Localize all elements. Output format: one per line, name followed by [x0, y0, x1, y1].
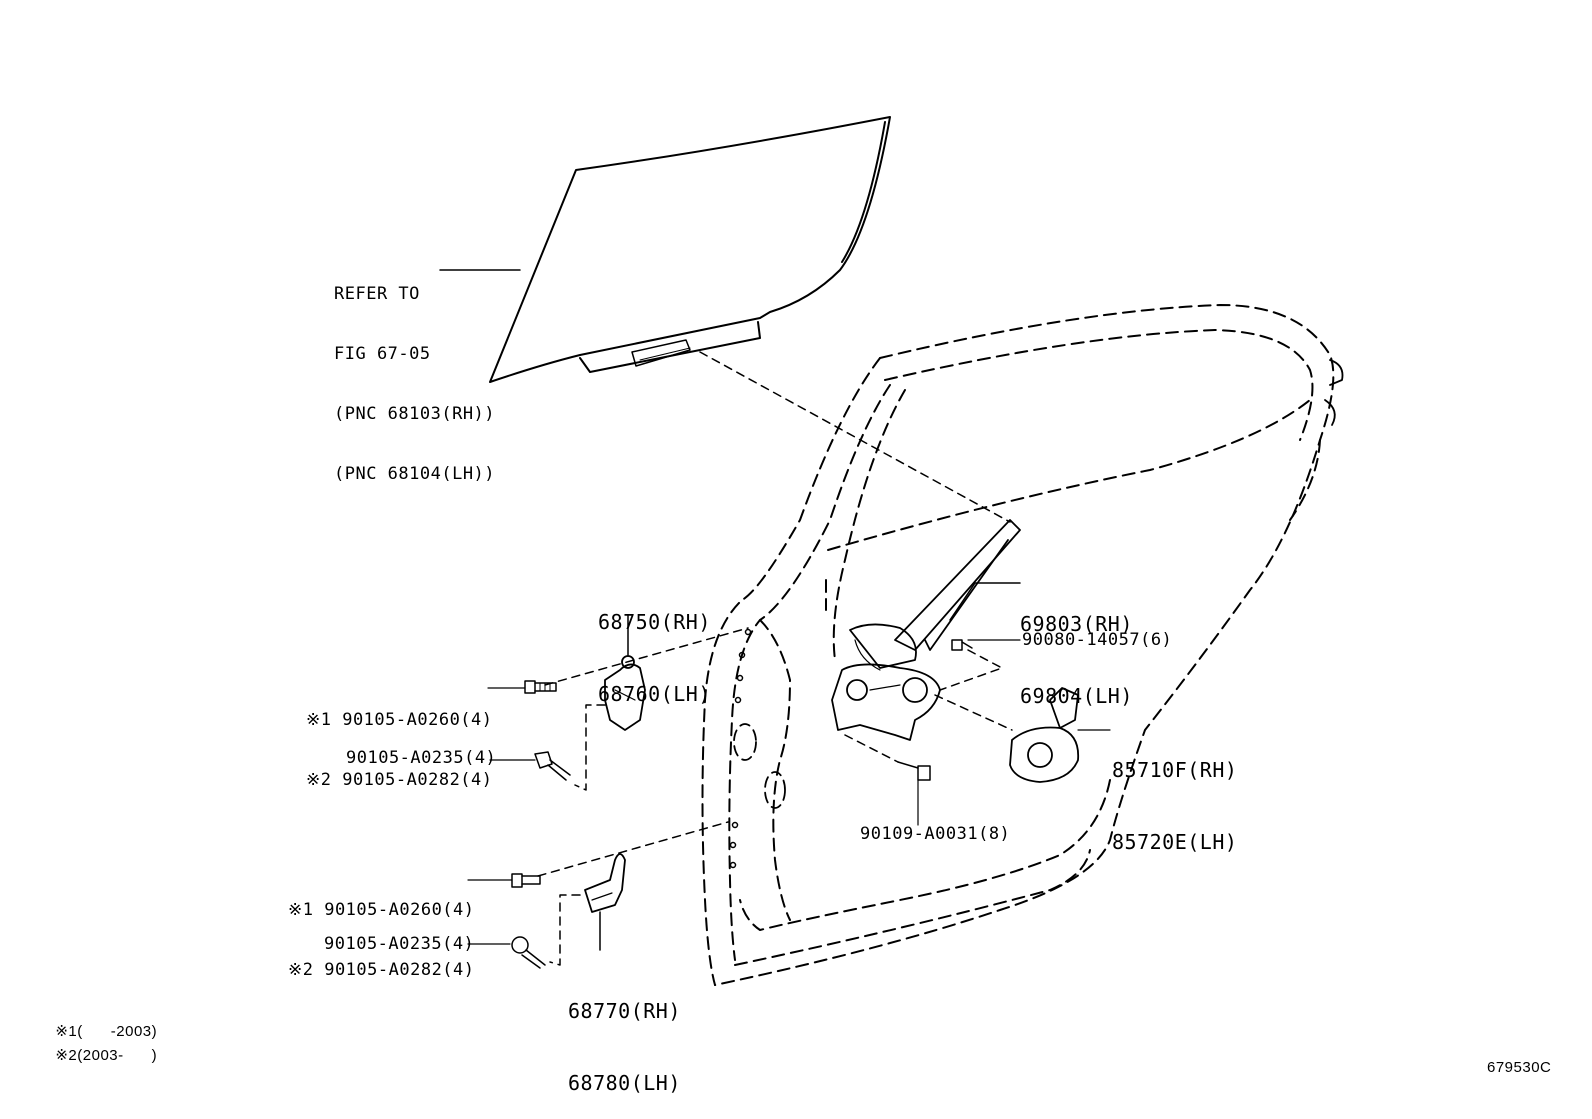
glass-ref-line2: FIG 67-05 [334, 344, 431, 364]
upper-bolt-c-label: 90105-A0235(4) [346, 748, 497, 768]
door-glass [489, 116, 891, 383]
note-2: ※2(2003- ) [46, 1026, 157, 1066]
upper-hinge-dashed [544, 627, 749, 686]
regulator-bolt-dashed [939, 649, 1003, 691]
lower-bolt-a [511, 873, 541, 888]
upper-bolt-dashed [574, 704, 606, 791]
motor-lh: 85720E(LH) [1112, 830, 1238, 854]
lower-hinge-dashed [537, 821, 729, 877]
lower-hinge-rh: 68770(RH) [568, 999, 681, 1023]
upper-bolt-a [524, 680, 557, 694]
regulator-lh: 69804(LH) [1020, 684, 1133, 708]
lower-hinge [584, 853, 626, 913]
lower-hinge-lh: 68780(LH) [568, 1071, 681, 1095]
upper-bolt-ab-label: ※1 90105-A0260(4) ※2 90105-A0282(4) [306, 670, 493, 810]
lower-bolt-b-label: ※2 90105-A0282(4) [288, 960, 475, 980]
glass-dashed-link [699, 351, 1011, 523]
regulator-bolt2-label: 90109-A0031(8) [860, 824, 1011, 844]
regulator-leader [949, 582, 1021, 621]
motor-rh: 85710F(RH) [1112, 758, 1238, 782]
motor-dashed [934, 694, 1013, 731]
glass-ref-line4: (PNC 68104(LH)) [334, 464, 496, 484]
lower-bolt-ab-label: ※1 90105-A0260(4) ※2 90105-A0282(4) [288, 860, 475, 1000]
regulator-label: 69803(RH) 69804(LH) [1020, 564, 1133, 732]
lower-bolt-c-label: 90105-A0235(4) [324, 934, 475, 954]
lower-hinge-label: 68770(RH) 68780(LH) [568, 951, 681, 1119]
upper-hinge [604, 655, 646, 731]
upper-hinge-rh: 68750(RH) [598, 610, 711, 634]
note-1-text: ( -2003) [77, 1023, 158, 1040]
glass-ref-line1: REFER TO [334, 284, 420, 304]
upper-hinge-lh: 68760(LH) [598, 682, 711, 706]
door-frame-solid [729, 359, 1344, 869]
glass-ref-label: REFER TO FIG 67-05 (PNC 68103(RH)) (PNC … [334, 244, 495, 504]
motor-label: 85710F(RH) 85720E(LH) [1112, 710, 1237, 878]
note-1: ※1( -2003) [46, 1002, 157, 1042]
upper-bolt-b-label: ※2 90105-A0282(4) [306, 770, 493, 790]
upper-hinge-label: 68750(RH) 68760(LH) [598, 562, 711, 730]
regulator-bolt2 [897, 761, 931, 781]
regulator-bolt2-dashed [844, 734, 899, 763]
note-2-mark: ※2 [55, 1047, 78, 1064]
figure-code: 679530C [1487, 1059, 1552, 1076]
note-2-text: (2003- ) [77, 1047, 158, 1064]
regulator-bolt [951, 639, 973, 651]
upper-bolt-a-label: ※1 90105-A0260(4) [306, 710, 493, 730]
upper-bolt-c [534, 751, 571, 781]
lower-bolt-a-label: ※1 90105-A0260(4) [288, 900, 475, 920]
regulator-bolt-label: 90080-14057(6) [1022, 630, 1173, 650]
window-motor [1009, 687, 1080, 783]
lower-bolt-c [511, 936, 546, 969]
door-frame [701, 304, 1335, 986]
window-regulator [831, 519, 1021, 741]
regulator-rh: 69803(RH) [1020, 612, 1133, 636]
note-1-mark: ※1 [55, 1023, 78, 1040]
glass-ref-line3: (PNC 68103(RH)) [334, 404, 496, 424]
